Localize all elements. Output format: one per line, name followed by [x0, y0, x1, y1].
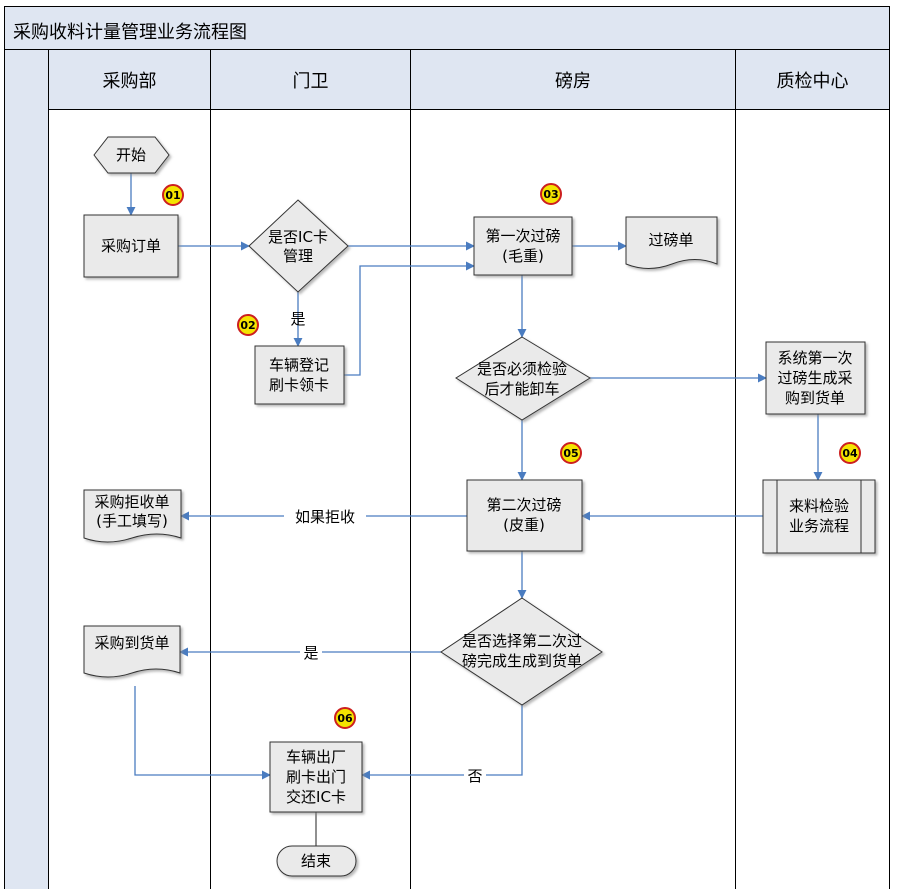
weigh1-label-2: (毛重)	[502, 247, 544, 265]
step-badge-03: 03	[540, 183, 562, 205]
subprocess-inspection-flow	[762, 479, 876, 554]
lane-divider-3	[735, 110, 736, 889]
svg-text:03: 03	[543, 188, 558, 201]
step-badge-01: 01	[162, 184, 184, 206]
start-label: 开始	[116, 146, 146, 164]
ic-check-label-2: 管理	[283, 247, 313, 265]
exit-label-1: 车辆出厂	[286, 748, 346, 766]
lane-divider-1	[210, 110, 211, 889]
end-terminal	[276, 845, 357, 877]
weigh-doc-label: 过磅单	[648, 231, 693, 249]
doc-reject-slip	[83, 489, 182, 543]
decision-ic-card	[248, 199, 349, 293]
process-vehicle-exit	[269, 741, 363, 813]
register-label-1: 车辆登记	[269, 356, 329, 374]
inspect-flow-label-2: 业务流程	[789, 517, 849, 535]
process-purchase-order	[83, 214, 179, 278]
process-system-generate	[765, 341, 866, 415]
svg-text:04: 04	[842, 447, 858, 460]
lane-divider-2	[410, 110, 411, 889]
edge-choose-exit	[361, 705, 523, 780]
title-bar: 采购收料计量管理业务流程图	[4, 6, 890, 50]
ic-check-label-1: 是否IC卡	[268, 228, 328, 246]
weigh2-label-2: (皮重)	[503, 516, 545, 534]
register-label-2: 刷卡领卡	[269, 376, 329, 394]
edge-register-weigh1	[344, 261, 475, 376]
svg-text:06: 06	[337, 712, 353, 725]
lane-divider-right	[889, 110, 890, 889]
exit-label-2: 刷卡出门	[286, 768, 346, 786]
svg-text:01: 01	[165, 189, 180, 202]
exit-label-3: 交还IC卡	[286, 788, 346, 806]
decision-must-inspect	[455, 336, 591, 421]
process-weigh-first	[473, 216, 573, 276]
reject-doc-label-2: (手工填写)	[96, 512, 168, 530]
label-reject: 如果拒收	[295, 508, 355, 526]
label-yes-register: 是	[290, 310, 305, 328]
step-badges: 01 02 03 04 05 06	[162, 183, 861, 729]
process-register-vehicle	[254, 345, 345, 405]
lane-header-qc: 质检中心	[736, 50, 890, 110]
step-badge-06: 06	[334, 707, 356, 729]
step-badge-04: 04	[839, 442, 861, 464]
lane-header-gate: 门卫	[211, 50, 411, 110]
lane-header-purchasing: 采购部	[49, 50, 211, 110]
lane-header-weighhouse: 磅房	[411, 50, 736, 110]
diagram-title: 采购收料计量管理业务流程图	[13, 22, 247, 43]
inspect-flow-label-1: 来料检验	[789, 497, 849, 515]
reject-doc-label-1: 采购拒收单	[94, 493, 169, 511]
edge-arrival-exit	[134, 686, 271, 780]
svg-text:05: 05	[563, 447, 578, 460]
label-no-exit: 否	[467, 767, 482, 785]
doc-arrival-slip	[83, 625, 181, 678]
order-label: 采购订单	[101, 237, 161, 255]
choose-label-2: 磅完成生成到货单	[462, 652, 582, 670]
sys-gen-label-1: 系统第一次	[777, 349, 852, 367]
weigh1-label-1: 第一次过磅	[485, 227, 560, 245]
process-weigh-second	[466, 479, 583, 552]
sys-gen-label-3: 购到货单	[785, 389, 845, 407]
doc-weigh-slip	[625, 216, 718, 269]
must-inspect-label-2: 后才能卸车	[484, 380, 559, 398]
sys-gen-label-2: 过磅生成采	[777, 369, 852, 387]
choose-label-1: 是否选择第二次过	[462, 632, 582, 650]
end-label: 结束	[301, 852, 331, 870]
step-badge-05: 05	[560, 442, 582, 464]
label-yes-arrival: 是	[303, 644, 318, 662]
weigh2-label-1: 第二次过磅	[486, 496, 561, 514]
step-badge-02: 02	[237, 314, 259, 336]
must-inspect-label-1: 是否必须检验	[477, 360, 567, 378]
left-margin-strip	[4, 50, 49, 889]
start-terminal	[93, 136, 170, 174]
svg-text:02: 02	[240, 319, 255, 332]
decision-choose-second	[440, 597, 603, 706]
arrival-doc-label: 采购到货单	[94, 634, 169, 652]
